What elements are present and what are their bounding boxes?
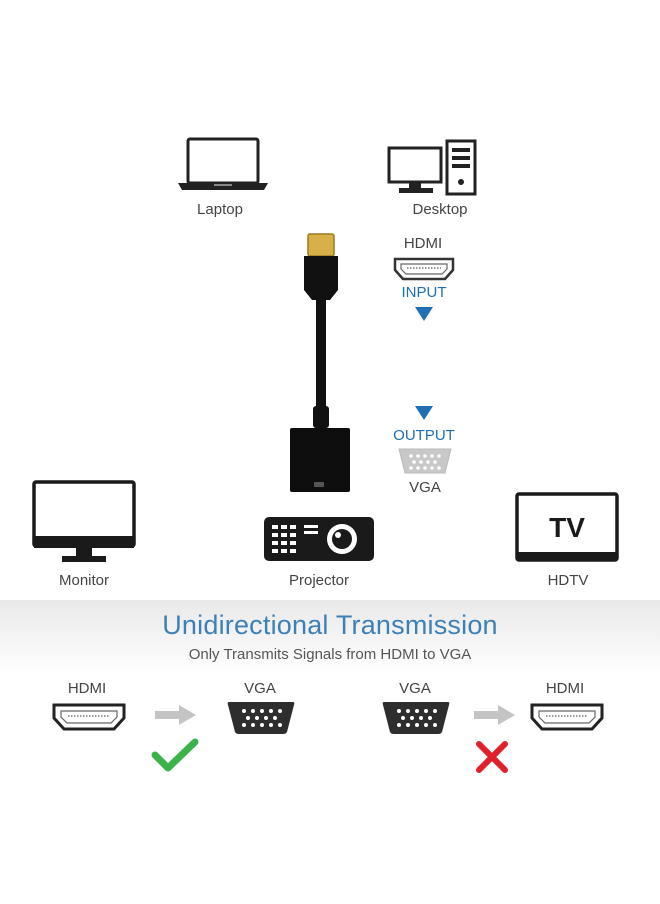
vga-output-label: VGA [409,479,441,496]
projector-label: Projector [288,572,350,589]
right-from-label: VGA [399,680,431,697]
hdmi-port-icon [530,703,604,731]
hdmi-to-vga-adapter [290,233,350,492]
arrow-down-icon [415,307,433,321]
monitor-icon [32,480,136,562]
transmission-band [0,600,660,675]
laptop-label: Laptop [197,201,243,218]
output-label: OUTPUT [393,427,455,444]
transmission-subtitle: Only Transmits Signals from HDMI to VGA [188,646,472,663]
arrow-right-icon [474,705,515,725]
monitor-label: Monitor [58,572,110,589]
tv-icon [515,492,619,562]
vga-port-icon [382,702,450,734]
cross-icon [476,741,508,773]
desktop-icon [387,139,477,196]
tv-screen-text: TV [549,512,585,543]
hdmi-input-label: HDMI [403,235,443,252]
arrow-right-icon [155,705,196,725]
arrow-down-icon [415,406,433,420]
projector-icon [264,517,374,561]
hdmi-port-icon [52,703,126,731]
vga-port-icon [398,448,452,474]
input-label: INPUT [401,284,447,301]
left-to-label: VGA [244,680,276,697]
hdmi-port-icon [393,257,455,281]
laptop-icon [178,137,268,190]
right-to-label: HDMI [545,680,585,697]
vga-port-icon [227,702,295,734]
checkmark-icon [151,738,199,772]
desktop-label: Desktop [412,201,468,218]
transmission-title: Unidirectional Transmission [162,610,498,640]
left-from-label: HDMI [67,680,107,697]
hdtv-label: HDTV [547,572,589,589]
